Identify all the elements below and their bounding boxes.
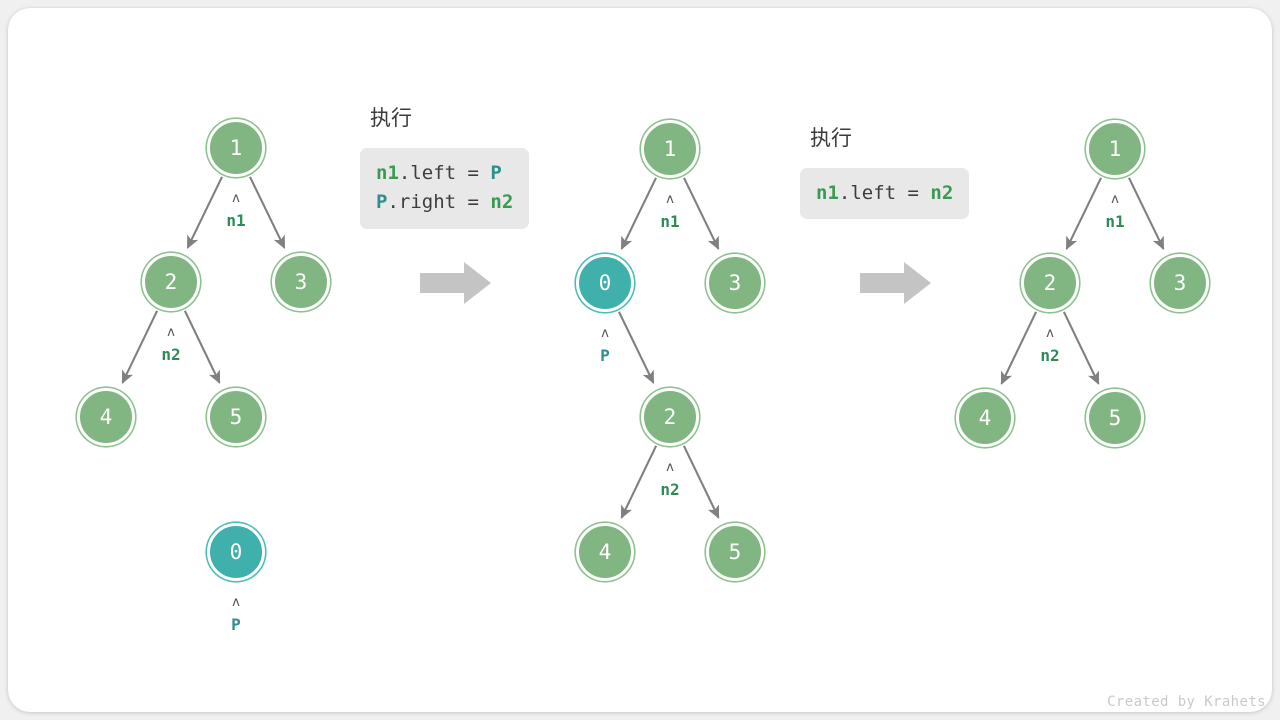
pointer-label-n2: ʌ n2 [1020, 327, 1080, 364]
pointer-label-n2: ʌ n2 [141, 326, 201, 363]
tree-node-3: 3 [1151, 254, 1209, 312]
tree-node-5: 5 [706, 523, 764, 581]
transition-arrow-2 [860, 260, 932, 306]
pointer-label-text: n2 [161, 345, 181, 364]
step-1-heading: 执行 [370, 106, 412, 130]
pointer-caret-icon: ʌ [232, 595, 240, 610]
pointer-caret-icon: ʌ [232, 191, 240, 206]
tree-node-4: 4 [77, 388, 135, 446]
pointer-caret-icon: ʌ [666, 460, 674, 475]
tree-node-5: 5 [207, 388, 265, 446]
code-text: .right = [387, 191, 491, 214]
pointer-label-text: n2 [1040, 346, 1060, 365]
pointer-label-text: n1 [226, 211, 246, 230]
code-var-green: n1 [376, 162, 399, 184]
tree-node-3: 3 [272, 253, 330, 311]
tree-node-1: 1 [641, 120, 699, 178]
tree-node-4: 4 [576, 523, 634, 581]
pointer-label-text: n1 [660, 212, 680, 231]
pointer-label-text: n1 [1105, 212, 1125, 231]
tree-node-0: 0 [576, 254, 634, 312]
code-var-teal: P [490, 162, 502, 184]
watermark-credit: Created by Krahets [1107, 694, 1266, 710]
code-text: .left = [398, 162, 491, 184]
tree-node-2: 2 [142, 253, 200, 311]
code-var-green: n2 [930, 182, 954, 204]
pointer-label-n1: ʌ n1 [640, 193, 700, 230]
arrow-shape-icon [860, 262, 931, 304]
code-var-green: n1 [816, 182, 839, 204]
pointer-caret-icon: ʌ [167, 325, 175, 340]
pointer-label-text: n2 [660, 480, 680, 499]
pointer-label-n1: ʌ n1 [206, 192, 266, 229]
tree-node-2: 2 [1021, 254, 1079, 312]
step-2-heading: 执行 [810, 126, 852, 150]
transition-arrow-1 [420, 260, 492, 306]
tree-node-4: 4 [956, 389, 1014, 447]
pointer-caret-icon: ʌ [601, 326, 609, 341]
tree-node-0: 0 [207, 523, 265, 581]
code-var-green: n2 [490, 191, 514, 214]
arrow-shape-icon [420, 262, 491, 304]
tree-node-1: 1 [207, 119, 265, 177]
pointer-caret-icon: ʌ [666, 192, 674, 207]
code-text: .left = [838, 182, 931, 204]
pointer-label-n2: ʌ n2 [640, 461, 700, 498]
pointer-caret-icon: ʌ [1046, 326, 1054, 341]
pointer-label-text: P [600, 346, 610, 365]
tree-node-2: 2 [641, 388, 699, 446]
pointer-label-n1: ʌ n1 [1085, 193, 1145, 230]
step-2-code-block: n1.left = n2 [800, 168, 970, 220]
tree-node-1: 1 [1086, 120, 1144, 178]
tree-node-3: 3 [706, 254, 764, 312]
pointer-caret-icon: ʌ [1111, 192, 1119, 207]
pointer-label-text: P [231, 615, 241, 634]
tree-node-5: 5 [1086, 389, 1144, 447]
code-var-teal: P [376, 191, 388, 214]
